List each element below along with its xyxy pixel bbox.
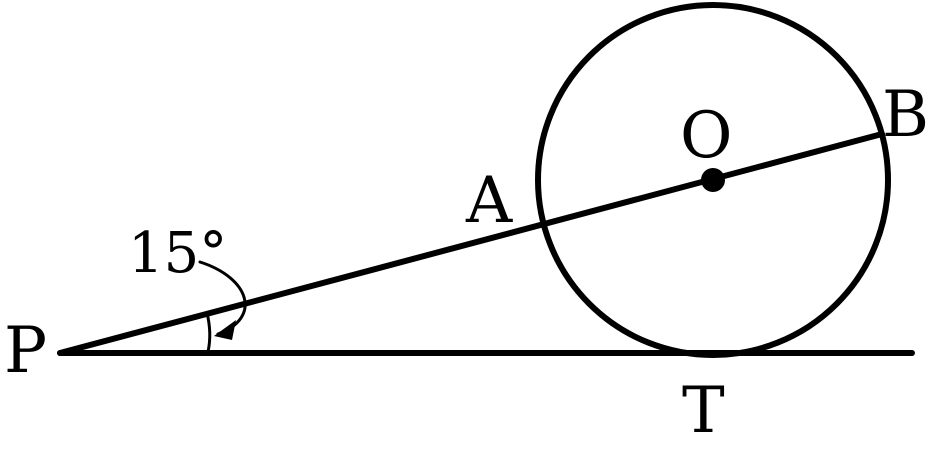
label-o: O [680,99,732,173]
circle-o [535,2,891,358]
label-a: A [465,164,513,238]
center-point-o [701,168,725,192]
label-b: B [882,78,929,152]
angle-measure-label: 15° [128,221,227,286]
angle-arc [205,311,212,354]
secant-line-pb [57,131,885,356]
arrowhead-icon [214,320,236,340]
label-p: P [4,314,47,388]
label-t: T [682,374,725,448]
